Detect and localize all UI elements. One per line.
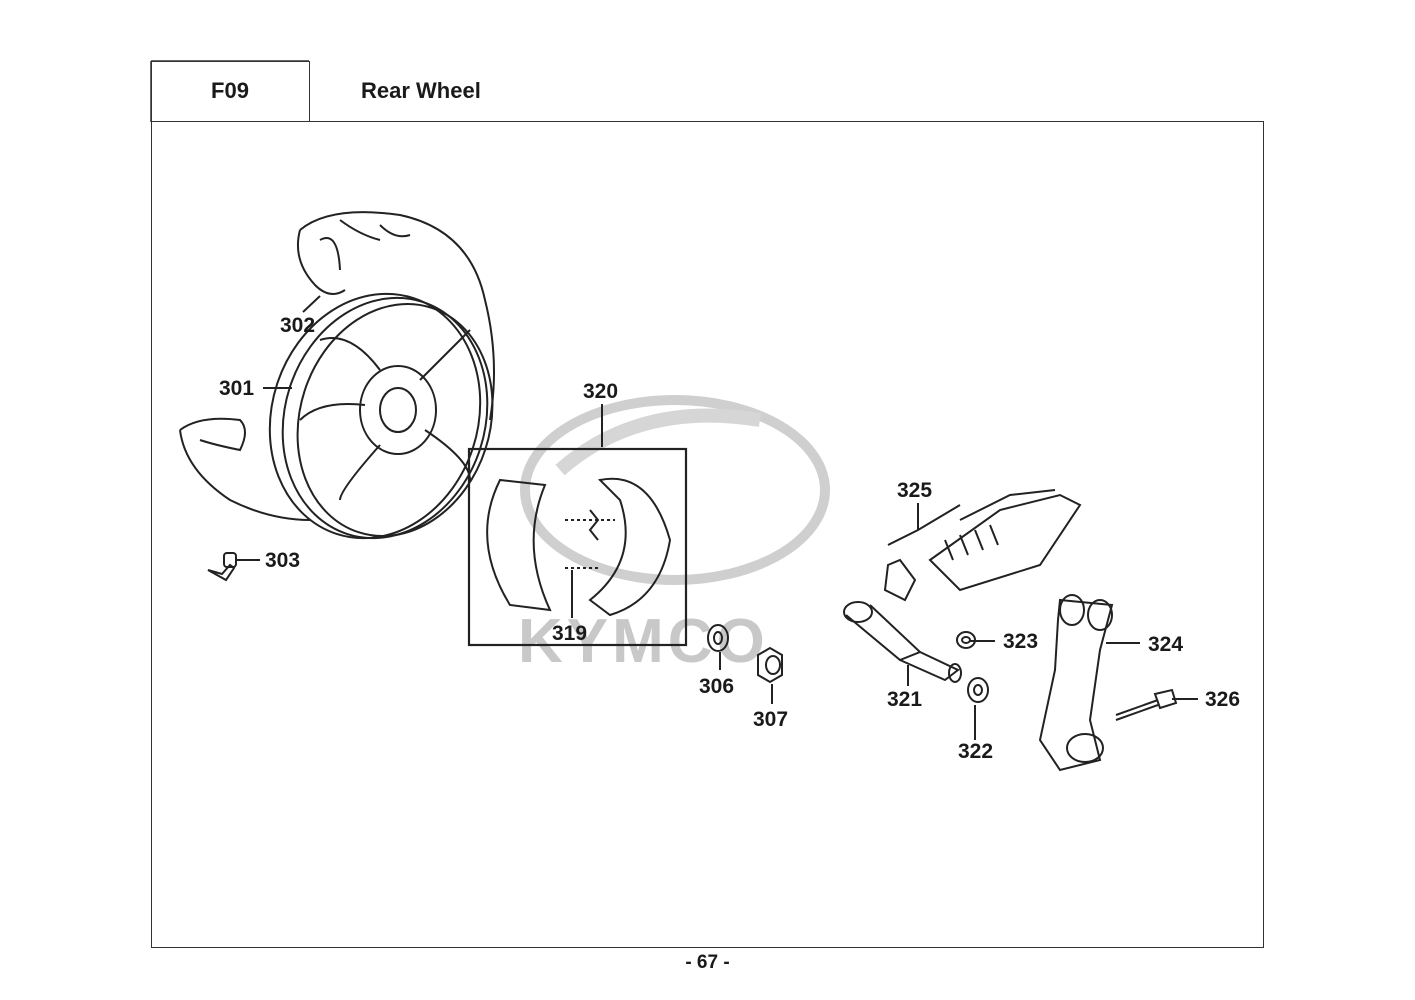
callout-326: 326: [1205, 688, 1240, 711]
page-number: - 67 -: [685, 952, 730, 973]
tire-drawing: [179, 211, 495, 521]
callout-303: 303: [265, 549, 300, 572]
callout-302: 302: [280, 314, 315, 337]
small-washers-drawing: [956, 631, 989, 703]
callout-324: 324: [1148, 633, 1183, 656]
header-divider: [309, 61, 310, 122]
kymco-watermark: KYMCO: [518, 395, 830, 676]
valve-drawing: [207, 552, 237, 582]
page-title: Rear Wheel: [361, 78, 481, 103]
washer-nut-drawing: [707, 624, 783, 684]
part-code: F09: [211, 78, 249, 103]
callout-322: 322: [958, 740, 993, 763]
callout-323: 323: [1003, 630, 1038, 653]
callout-306: 306: [699, 675, 734, 698]
callout-301: 301: [219, 377, 254, 400]
brake-shoe-drawing: [467, 447, 688, 647]
brake-cam-drawing: [843, 601, 962, 683]
callout-307: 307: [753, 708, 788, 731]
leader-lines: [237, 295, 1198, 740]
wear-indicator-drawing: [883, 489, 1082, 602]
wheel-rim-drawing: [268, 292, 494, 540]
callout-320: 320: [583, 380, 618, 403]
diagram-frame: [151, 121, 1264, 948]
callout-319: 319: [552, 622, 587, 645]
brake-arm-drawing: [1038, 594, 1178, 772]
watermark-text: KYMCO: [518, 607, 769, 676]
callout-325: 325: [897, 479, 932, 502]
callout-321: 321: [887, 688, 922, 711]
